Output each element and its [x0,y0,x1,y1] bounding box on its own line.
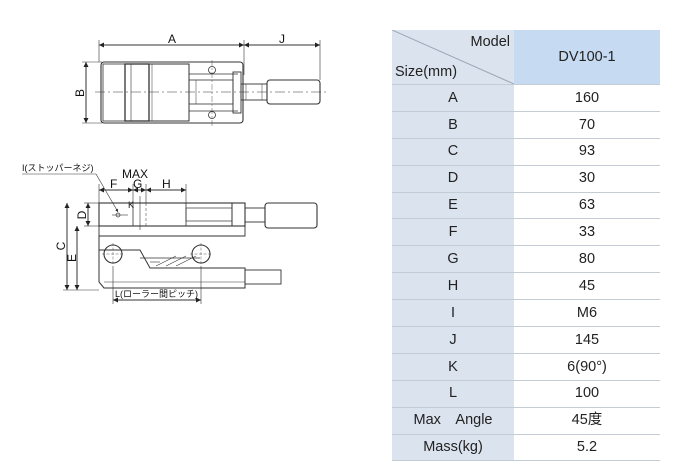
row-label: F [392,218,514,247]
row-value: 45 [514,272,660,301]
dim-label-d: D [75,210,89,219]
row-value: 93 [514,138,660,166]
dim-label-l: L(ローラー間ピッチ) [115,289,198,299]
row-value: 70 [514,111,660,139]
row-label: B [392,111,514,139]
corner-diagonal-line [392,30,514,84]
row-value: 6(90°) [514,353,660,381]
front-view-labels: I(ストッパーネジ) MAX F K G H D C E L(ローラー間ピッチ) [22,163,198,299]
table-row: Mass(kg)5.2 [392,434,660,462]
dim-label-a: A [168,32,176,46]
row-label: J [392,326,514,354]
row-value: 30 [514,165,660,193]
front-view [22,173,318,304]
header-corner-cell: Model Size(mm) [392,30,514,85]
technical-drawing: A J B [22,32,326,304]
row-label: E [392,192,514,220]
dim-label-h: H [162,177,171,191]
row-label: Mass(kg) [392,434,514,462]
row-value: 45度 [514,407,660,435]
row-value: M6 [514,299,660,328]
dim-label-max: MAX [122,167,148,181]
model-name-cell: DV100-1 [514,30,660,85]
top-view [82,40,326,126]
header-size-label: Size(mm) [395,63,458,80]
dim-label-j: J [279,32,285,46]
header-model-label: Model [470,34,511,50]
top-view-labels: A J B [73,32,285,97]
dim-label-i: I(ストッパーネジ) [22,163,94,173]
row-label: K [392,353,514,381]
row-value: 80 [514,245,660,274]
row-value: 145 [514,326,660,354]
dim-label-e: E [65,254,79,262]
row-label: D [392,165,514,193]
row-value: 63 [514,192,660,220]
row-value: 5.2 [514,434,660,462]
dim-label-g: G [133,177,142,191]
dim-label-k: K [128,200,134,210]
dim-label-f: F [110,177,117,191]
row-label: I [392,299,514,328]
dim-label-c: C [54,241,68,250]
table-header-row: Model Size(mm) DV100-1 [392,30,660,85]
row-label: Max Angle [392,407,514,435]
row-value: 100 [514,380,660,408]
row-label: L [392,380,514,408]
row-label: H [392,272,514,301]
row-label: G [392,245,514,274]
row-label: C [392,138,514,166]
row-value: 33 [514,218,660,247]
dim-label-b: B [73,89,87,97]
row-label: A [392,84,514,112]
row-value: 160 [514,84,660,112]
